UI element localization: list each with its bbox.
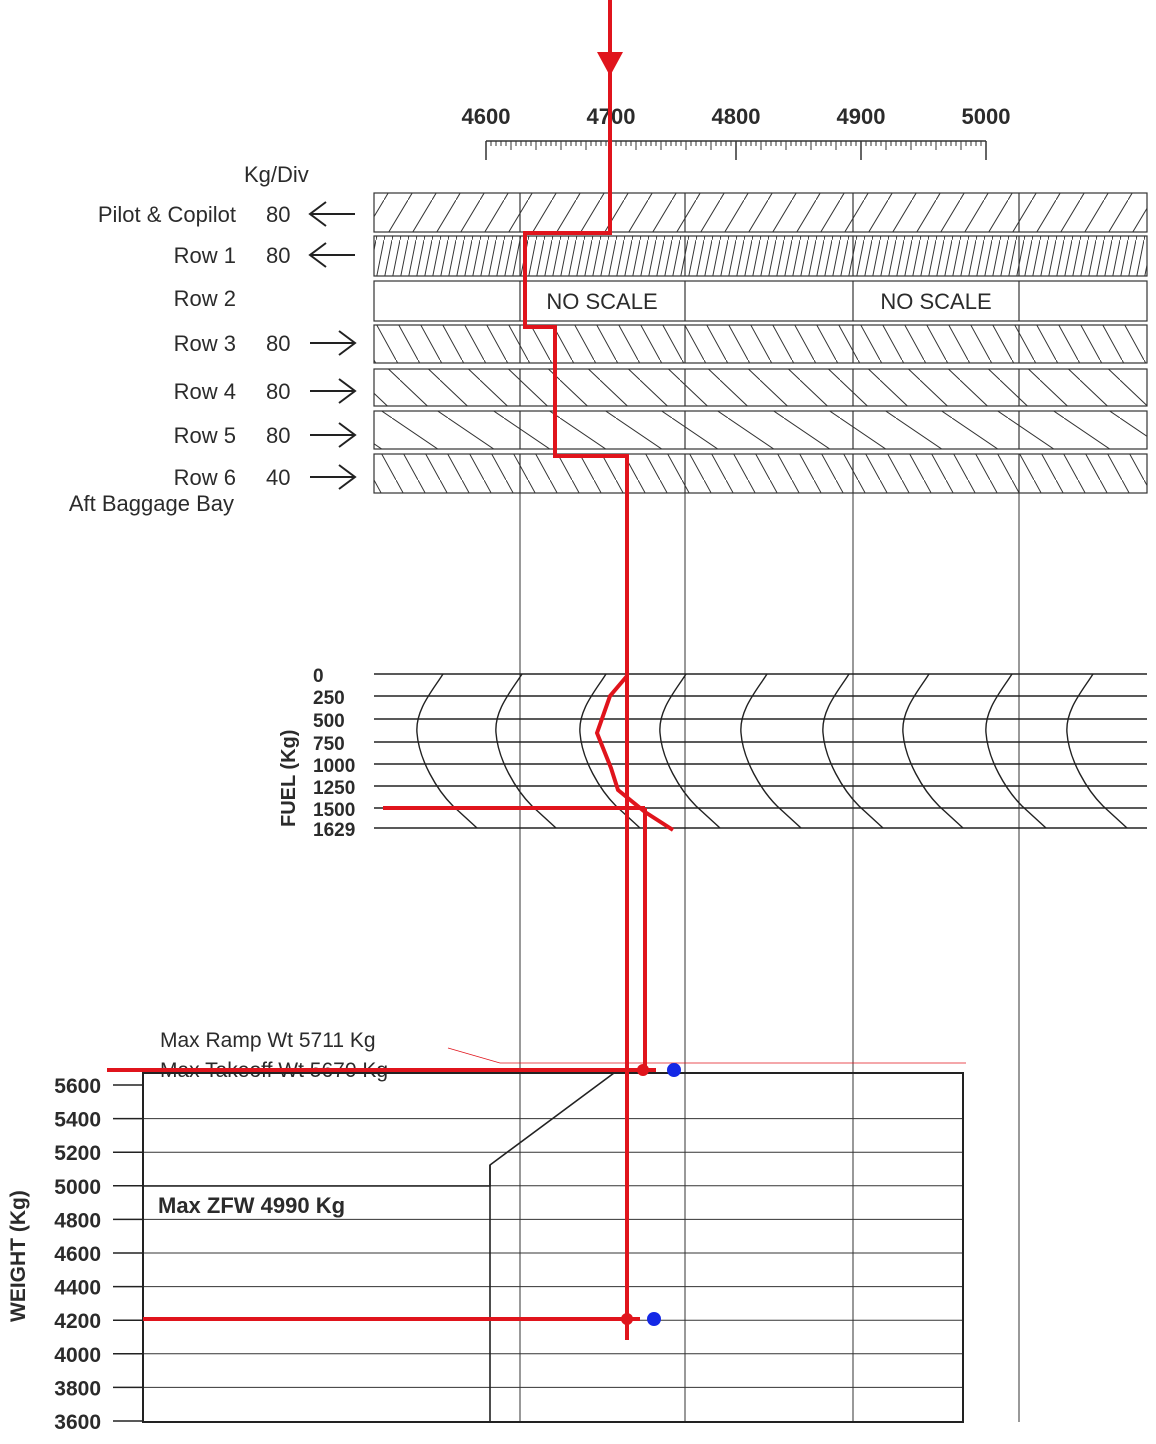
load-row-kg-per-div: 80 — [266, 202, 290, 227]
load-row-kg-per-div: 80 — [266, 379, 290, 404]
kg-per-div-heading: Kg/Div — [244, 162, 309, 187]
load-row-band — [373, 192, 1148, 233]
aft-baggage-bay-label: Aft Baggage Bay — [69, 491, 234, 516]
load-row-band — [373, 280, 1148, 322]
fuel-axis-label: FUEL (Kg) — [278, 730, 300, 827]
load-row-band — [373, 324, 1148, 364]
load-row-bars: NO SCALE NO SCALE — [373, 192, 1148, 494]
weight-tick-label: 5200 — [54, 1142, 101, 1165]
fuel-moment-curve — [495, 673, 557, 829]
fuel-tick-label: 1500 — [313, 800, 355, 821]
fuel-tick-label: 1000 — [313, 756, 355, 777]
arrow-right-icon — [310, 422, 357, 448]
weight-axis-label: WEIGHT (Kg) — [7, 1190, 30, 1322]
weight-tick-label: 4000 — [54, 1344, 101, 1367]
fuel-moment-curve — [579, 673, 641, 829]
max-zfw-label: Max ZFW 4990 Kg — [158, 1193, 345, 1218]
load-row-label: Row 2 — [174, 286, 236, 311]
fuel-moment-curve — [659, 673, 721, 829]
arrow-left-icon — [308, 201, 355, 227]
top-scale-tick-label: 4900 — [837, 104, 886, 129]
fuel-tick-label: 0 — [313, 666, 324, 687]
load-row-kg-per-div: 80 — [266, 423, 290, 448]
zfw-point-marker — [621, 1313, 633, 1325]
fuel-moment-curve — [822, 673, 884, 829]
weight-tick-label: 5600 — [54, 1075, 101, 1098]
loading-path — [523, 60, 629, 1340]
weight-tick-label: 5400 — [54, 1109, 101, 1132]
weight-tick-label: 4400 — [54, 1277, 101, 1300]
fuel-tick-label: 750 — [313, 734, 345, 755]
takeoff-cg-dot — [667, 1063, 681, 1077]
solution-path — [107, 0, 681, 1340]
weight-tick-label: 4800 — [54, 1209, 101, 1232]
fuel-tick-label: 1250 — [313, 778, 355, 799]
top-scale-tick-label: 5000 — [962, 104, 1011, 129]
fuel-moment-curve — [1066, 673, 1128, 829]
weight-tick-label: 3600 — [54, 1411, 101, 1434]
load-row-label: Pilot & Copilot — [98, 202, 236, 227]
arrow-right-icon — [310, 378, 357, 404]
max-ramp-label: Max Ramp Wt 5711 Kg — [160, 1029, 376, 1052]
weight-envelope-frame — [142, 1072, 964, 1423]
vertical-grid-lines — [519, 493, 1020, 1422]
top-scale-tick-label: 4800 — [712, 104, 761, 129]
load-row-label: Row 6 — [174, 465, 236, 490]
fuel-tick-label: 250 — [313, 688, 345, 709]
load-row-kg-per-div: 80 — [266, 243, 290, 268]
load-row-kg-per-div: 80 — [266, 331, 290, 356]
weight-tick-label: 5000 — [54, 1176, 101, 1199]
load-row-label: Row 4 — [174, 379, 236, 404]
fuel-moment-curve — [416, 673, 478, 829]
fuel-moment-curve — [985, 673, 1047, 829]
fuel-moment-curve — [740, 673, 802, 829]
load-row-band — [373, 368, 1148, 407]
load-row-band — [373, 453, 1148, 494]
takeoff-point-marker — [637, 1064, 649, 1076]
arrow-left-icon — [308, 242, 355, 268]
fuel-tick-label: 1629 — [313, 820, 355, 841]
weight-tick-label: 3800 — [54, 1377, 101, 1400]
arrow-right-icon — [310, 330, 357, 356]
load-row-kg-per-div: 40 — [266, 465, 290, 490]
load-row-label: Row 1 — [174, 243, 236, 268]
load-row-band — [373, 235, 1148, 277]
fuel-tick-label: 500 — [313, 711, 345, 732]
top-scale-tick-label: 4600 — [462, 104, 511, 129]
zfw-cg-dot — [647, 1312, 661, 1326]
no-scale-label: NO SCALE — [880, 289, 991, 314]
weight-section: WEIGHT (Kg) Max Ramp Wt 5711 Kg Max Take… — [7, 1029, 966, 1434]
fuel-moment-curve — [902, 673, 964, 829]
load-row-label: Row 5 — [174, 423, 236, 448]
weight-tick-label: 4600 — [54, 1243, 101, 1266]
arrow-right-icon — [310, 464, 357, 490]
weight-tick-label: 4200 — [54, 1310, 101, 1333]
zfw-envelope-limit — [143, 1072, 615, 1187]
no-scale-label: NO SCALE — [546, 289, 657, 314]
load-row-label: Row 3 — [174, 331, 236, 356]
load-row-band — [373, 410, 1148, 450]
